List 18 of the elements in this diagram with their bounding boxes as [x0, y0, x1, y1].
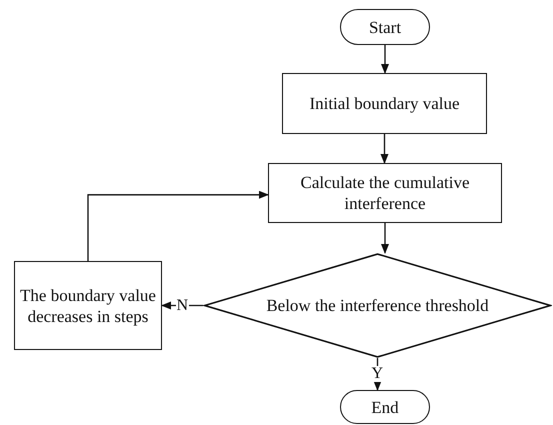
arrow	[380, 134, 388, 164]
arrow	[87, 190, 269, 261]
terminal-pill	[340, 390, 430, 424]
arrow	[381, 45, 389, 74]
process-box	[282, 73, 487, 134]
node-text: Calculate the cumulative interference	[300, 172, 470, 214]
arrow	[161, 302, 203, 310]
node-text: The boundary value decreases in steps	[19, 284, 157, 326]
process-box	[268, 163, 502, 223]
process-box	[14, 261, 162, 350]
node-text: End	[371, 396, 399, 418]
node-text: Below the interference threshold	[266, 295, 489, 316]
node-text: Start	[368, 16, 402, 38]
edge-label: Y	[370, 366, 384, 382]
node-text: Initial boundary value	[308, 93, 461, 114]
decision-diamond	[203, 253, 552, 358]
terminal-pill	[340, 9, 430, 45]
arrow	[381, 223, 389, 254]
